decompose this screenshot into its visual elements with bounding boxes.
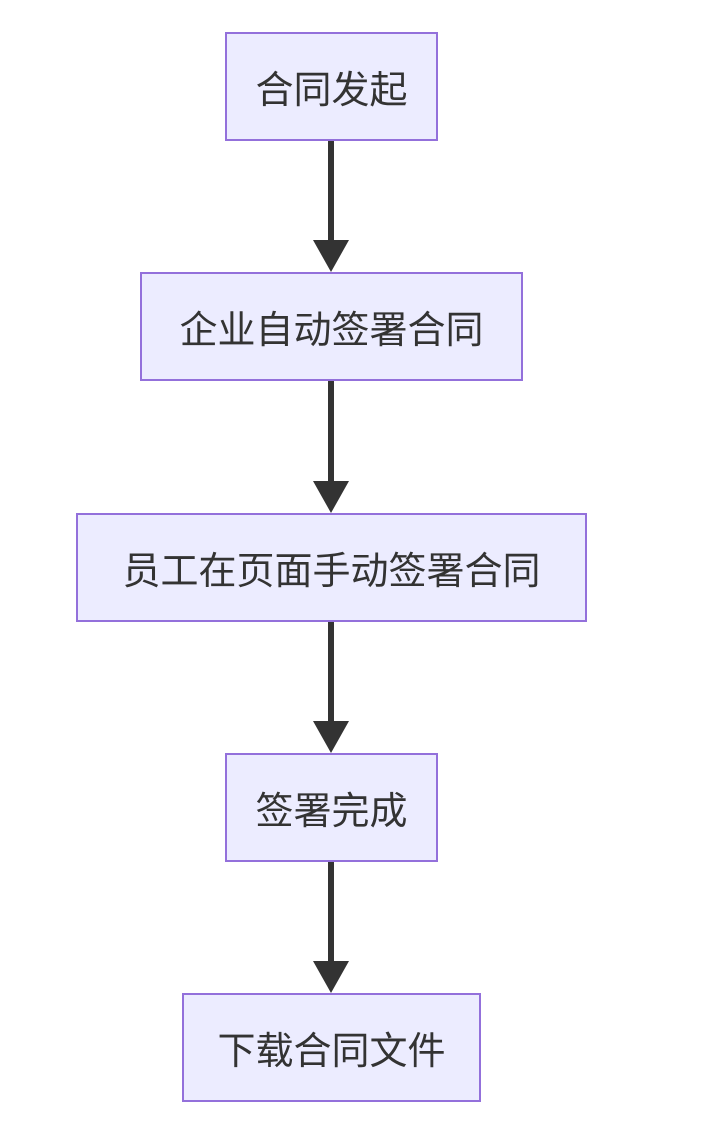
- flow-node-company-auto-sign: 企业自动签署合同: [140, 272, 523, 381]
- arrow-2-to-3: [313, 381, 349, 513]
- flow-node-label: 下载合同文件: [217, 1029, 446, 1073]
- flow-node-contract-initiated: 合同发起: [225, 32, 438, 141]
- arrow-4-to-5: [313, 862, 349, 993]
- flow-node-label: 员工在页面手动签署合同: [122, 549, 541, 593]
- flow-node-label: 企业自动签署合同: [179, 308, 484, 352]
- flow-node-signing-complete: 签署完成: [225, 753, 438, 862]
- flow-node-label: 签署完成: [255, 789, 408, 833]
- flow-node-download-contract: 下载合同文件: [182, 993, 481, 1102]
- arrow-3-to-4: [313, 622, 349, 753]
- flow-node-employee-manual-sign: 员工在页面手动签署合同: [76, 513, 587, 622]
- flow-node-label: 合同发起: [255, 68, 408, 112]
- arrow-1-to-2: [313, 141, 349, 272]
